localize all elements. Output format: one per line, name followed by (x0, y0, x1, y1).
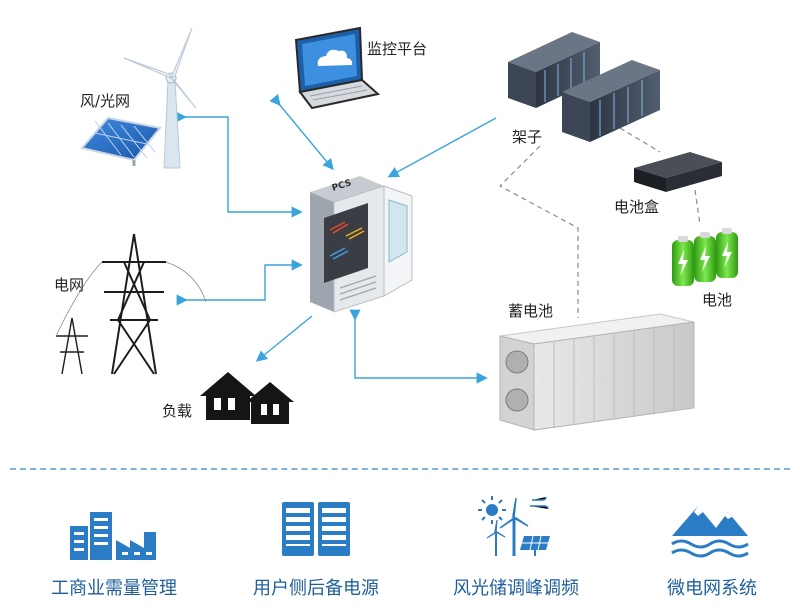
label-load: 负载 (162, 402, 193, 420)
dashed-links (499, 127, 701, 318)
battery-box-icon (634, 152, 722, 192)
solar-panel-icon (80, 116, 162, 166)
arrow-windsolar-pcs (175, 111, 303, 218)
power-tower-icon (55, 233, 207, 375)
server-rack-icon (508, 32, 660, 142)
arrow-pcs-load (255, 315, 313, 362)
server-cabinet-icon (280, 500, 352, 558)
microgrid-mountain-icon (670, 500, 750, 558)
label-wind-solar: 风/光网 (80, 92, 131, 110)
app-caption-2: 用户侧后备电源 (253, 578, 379, 599)
label-monitor: 监控平台 (367, 40, 428, 58)
arrow-grid-pcs (176, 259, 303, 306)
laptop-cloud-icon (294, 26, 381, 110)
label-grid: 电网 (54, 276, 85, 294)
label-rack: 架子 (512, 128, 543, 146)
factory-icon (68, 508, 160, 560)
wind-solar-icon (478, 494, 554, 558)
app-caption-4: 微电网系统 (667, 578, 757, 599)
arrow-rack-pcs (387, 117, 497, 178)
section-divider (10, 468, 790, 470)
arrow-pcs-storage (349, 309, 488, 384)
wind-turbine-icon (123, 27, 197, 169)
app-caption-3: 风光储调峰调频 (453, 578, 579, 599)
label-battery: 电池 (702, 291, 733, 309)
storage-container-icon (499, 313, 695, 431)
label-storage: 蓄电池 (508, 302, 554, 320)
app-caption-1: 工商业需量管理 (51, 578, 177, 599)
pcs-cabinet-icon (310, 176, 413, 313)
arrow-monitor-pcs (269, 93, 334, 171)
house-icon (200, 372, 294, 424)
label-battery-box: 电池盒 (614, 198, 660, 216)
connection-arrows (175, 93, 497, 384)
battery-cells-icon (672, 228, 738, 286)
